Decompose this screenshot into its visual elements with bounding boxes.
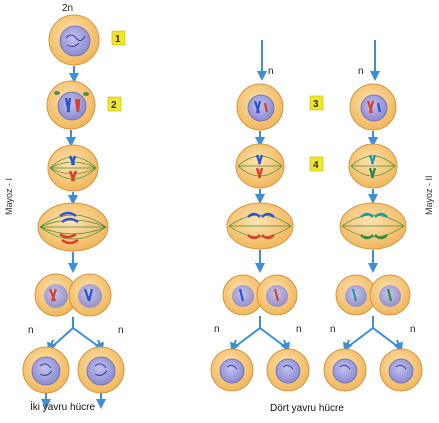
daughter-cell [380,349,422,391]
cell-prophase-2 [237,84,283,130]
svg-text:3: 3 [313,99,319,110]
cell-prophase-1 [47,81,95,129]
svg-text:4: 4 [313,160,319,171]
step-badge-4: 4 [310,157,323,171]
cell-metaphase-2 [236,144,284,188]
step-badge-1: 1 [112,31,125,45]
cell-anaphase-2 [227,203,293,249]
caption-two-daughter-cells: İki yavru hücre [30,400,95,413]
daughter-cell [324,349,366,391]
label-meiosis-2: Mayoz - II [424,175,434,215]
step-badge-3: 3 [310,96,323,110]
caption-four-daughter-cells: Dört yavru hücre [270,403,344,414]
cell-anaphase-1 [38,203,108,251]
cell-telophase-1 [35,274,111,316]
daughter-cell [267,349,309,391]
cell-telophase-2 [336,275,410,315]
daughter-cell [23,347,69,393]
cell-prophase-2 [350,84,396,130]
label-2n: 2n [62,3,73,14]
daughter-cell [211,349,253,391]
svg-text:2: 2 [111,100,117,111]
daughter-cell [78,347,124,393]
label-n: n [118,325,124,336]
label-meiosis-1: Mayoz - I [4,178,14,215]
label-n: n [296,324,302,335]
cell-metaphase-2 [349,144,397,188]
svg-text:1: 1 [115,34,121,45]
cell-metaphase-1 [48,145,98,191]
step-badge-2: 2 [108,97,121,111]
cell-interphase [49,15,99,65]
label-n: n [410,324,416,335]
label-n: n [268,66,274,77]
cell-telophase-2 [223,275,297,315]
cell-anaphase-2 [340,203,406,249]
label-n: n [214,324,220,335]
label-n: n [330,324,336,335]
split-arrow [53,317,98,346]
label-n: n [358,66,364,77]
label-n: n [28,325,34,336]
